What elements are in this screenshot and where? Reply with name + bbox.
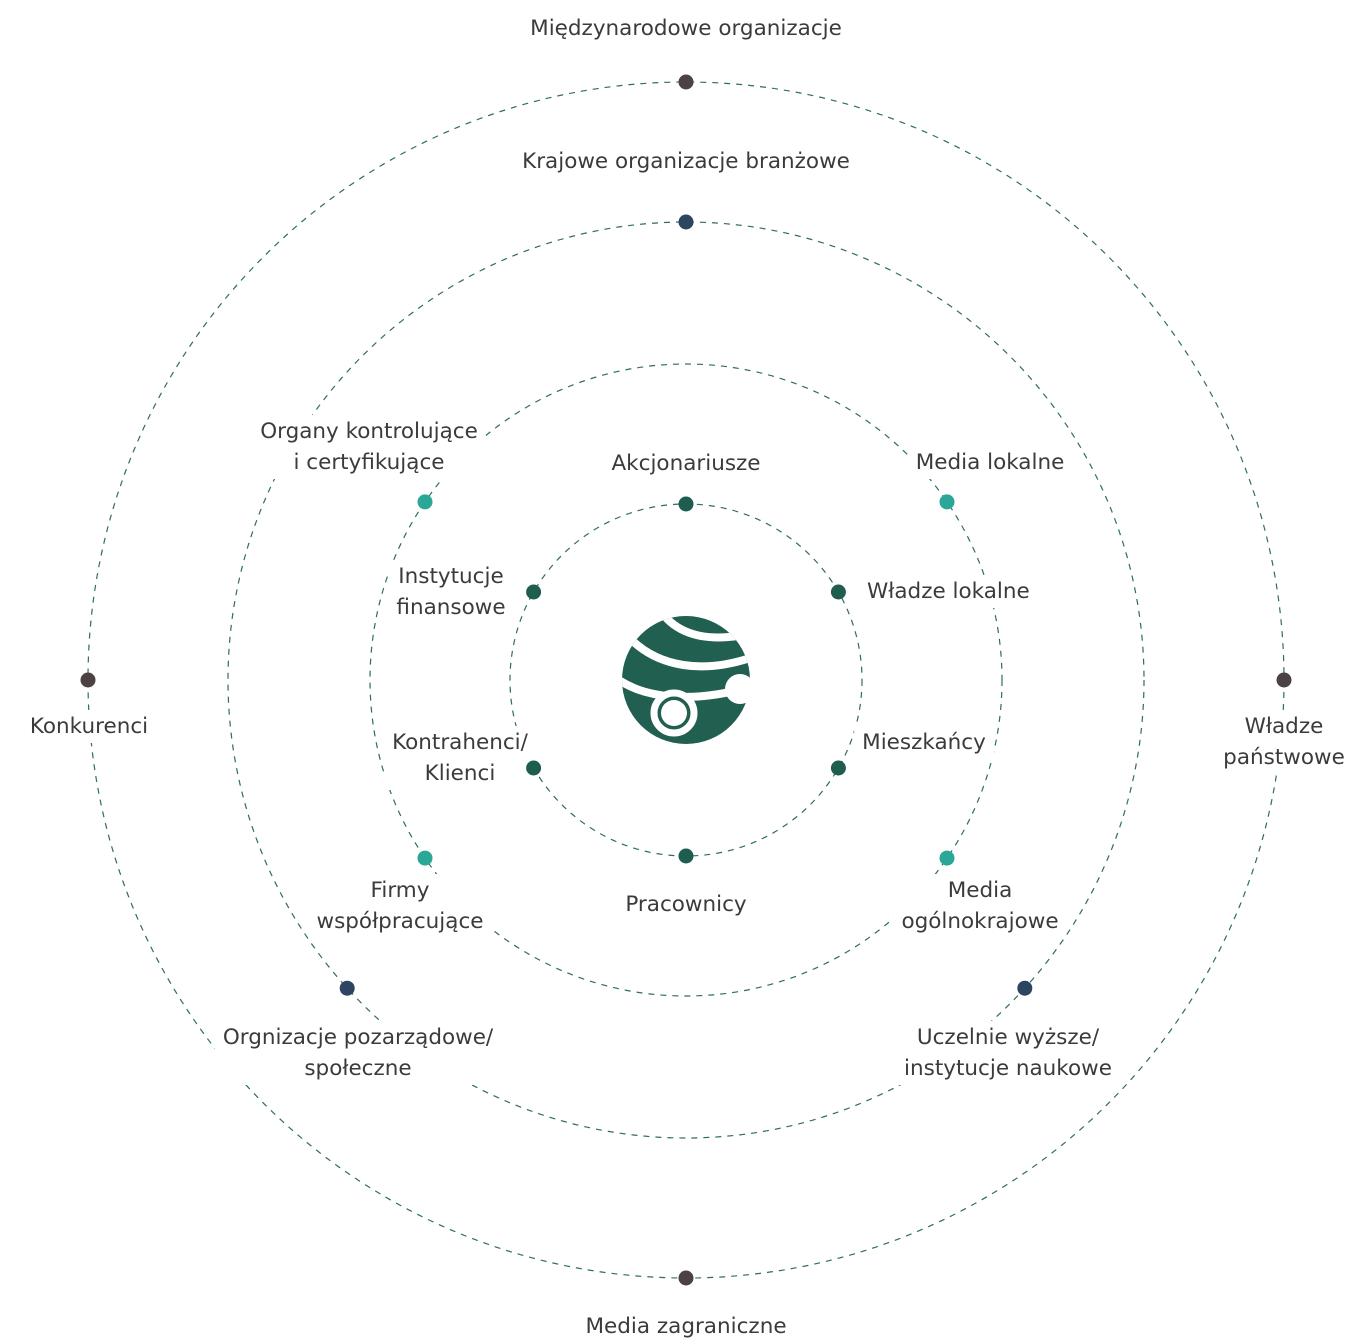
- organy-kontrolujace-label-line: Organy kontrolujące: [260, 419, 478, 444]
- konkurenci-dot: [80, 672, 96, 688]
- label-background: [384, 726, 537, 790]
- firmy-wspolpracujace-label-line: współpracujące: [316, 909, 483, 934]
- firmy-wspolpracujace-label: Firmy współpracujące: [316, 878, 483, 934]
- logo-node-inner: [661, 700, 687, 726]
- konkurenci-label: Konkurenci: [30, 714, 148, 739]
- krajowe-organizacje-label-line: Krajowe organizacje branżowe: [522, 149, 850, 174]
- media-zagraniczne-dot: [678, 1270, 694, 1286]
- label-background: [617, 888, 755, 921]
- stakeholder-dots: [80, 74, 1292, 1286]
- instytucje-finansowe-label-line: Instytucje: [398, 564, 503, 589]
- label-background: [859, 575, 1038, 608]
- uczelnie-wyzsze-label-line: instytucje naukowe: [904, 1056, 1112, 1081]
- instytucje-finansowe-dot: [526, 584, 542, 600]
- label-backgrounds: [21, 12, 1353, 1340]
- uczelnie-wyzsze-label: Uczelnie wyższe/instytucje naukowe: [904, 1025, 1112, 1081]
- kontrahenci-klienci-dot: [526, 760, 542, 776]
- uczelnie-wyzsze-label-line: Uczelnie wyższe/: [917, 1025, 1100, 1050]
- pracownicy-label: Pracownicy: [625, 892, 747, 917]
- organy-kontrolujace-label-line: i certyfikujące: [293, 450, 444, 475]
- label-background: [854, 726, 995, 759]
- label-background: [893, 874, 1067, 938]
- mieszkancy-label-line: Mieszkańcy: [862, 730, 986, 755]
- akcjonariusze-label-line: Akcjonariusze: [611, 451, 760, 476]
- akcjonariusze-label: Akcjonariusze: [611, 451, 760, 476]
- media-lokalne-label: Media lokalne: [916, 450, 1065, 475]
- wladze-lokalne-label: Władze lokalne: [867, 579, 1030, 604]
- organizacje-pozarzadowe-label-line: społeczne: [304, 1056, 411, 1081]
- organizacje-pozarzadowe-label: Orgnizacje pozarządowe/społeczne: [223, 1025, 494, 1081]
- miedzynarodowe-organizacje-dot: [678, 74, 694, 90]
- logo-node: [725, 674, 755, 704]
- mieszkancy-dot: [830, 760, 846, 776]
- wladze-panstwowe-label-line: Władze: [1245, 714, 1324, 739]
- wladze-panstwowe-dot: [1276, 672, 1292, 688]
- organy-kontrolujace-label: Organy kontrolujące i certyfikujące: [260, 419, 478, 475]
- label-background: [21, 710, 157, 743]
- globe-band: [622, 628, 750, 671]
- pracownicy-dot: [678, 848, 694, 864]
- orbit-ring-3: [227, 221, 1145, 1139]
- media-ogolnokrajowe-dot: [939, 850, 955, 866]
- media-lokalne-label-line: Media lokalne: [916, 450, 1065, 475]
- firmy-wspolpracujace-dot: [417, 850, 433, 866]
- pracownicy-label-line: Pracownicy: [625, 892, 747, 917]
- kontrahenci-klienci-label: Kontrahenci/Klienci: [392, 730, 529, 786]
- orbit-ring-2: [369, 363, 1003, 997]
- media-ogolnokrajowe-label-line: Media: [948, 878, 1013, 903]
- organy-kontrolujace-dot: [417, 494, 433, 510]
- label-background: [214, 1021, 502, 1085]
- label-background: [1215, 710, 1353, 774]
- label-background: [522, 12, 850, 45]
- kontrahenci-klienci-label-line: Kontrahenci/: [392, 730, 529, 755]
- wladze-lokalne-dot: [830, 584, 846, 600]
- krajowe-organizacje-dot: [678, 214, 694, 230]
- label-background: [252, 415, 486, 479]
- globe-orbit-logo-icon: [622, 616, 755, 744]
- miedzynarodowe-organizacje-label-line: Międzynarodowe organizacje: [530, 16, 842, 41]
- akcjonariusze-dot: [678, 496, 694, 512]
- media-zagraniczne-label: Media zagraniczne: [585, 1314, 786, 1339]
- firmy-wspolpracujace-label-line: Firmy: [371, 878, 430, 903]
- label-background: [388, 560, 514, 624]
- wladze-panstwowe-label: Władze państwowe: [1223, 714, 1345, 770]
- mieszkancy-label: Mieszkańcy: [862, 730, 986, 755]
- wladze-panstwowe-label-line: państwowe: [1223, 745, 1345, 770]
- instytucje-finansowe-label-line: finansowe: [396, 595, 505, 620]
- media-lokalne-dot: [939, 494, 955, 510]
- label-background: [514, 145, 858, 178]
- media-ogolnokrajowe-label: Media ogólnokrajowe: [901, 878, 1058, 934]
- miedzynarodowe-organizacje-label: Międzynarodowe organizacje: [530, 16, 842, 41]
- organizacje-pozarzadowe-dot: [339, 980, 355, 996]
- instytucje-finansowe-label: Instytucje finansowe: [396, 564, 505, 620]
- krajowe-organizacje-label: Krajowe organizacje branżowe: [522, 149, 850, 174]
- label-background: [896, 1021, 1120, 1085]
- media-zagraniczne-label-line: Media zagraniczne: [585, 1314, 786, 1339]
- label-background: [603, 447, 769, 480]
- label-background: [577, 1310, 795, 1340]
- kontrahenci-klienci-label-line: Klienci: [425, 761, 496, 786]
- label-background: [308, 874, 492, 938]
- media-ogolnokrajowe-label-line: ogólnokrajowe: [901, 909, 1058, 934]
- label-background: [907, 446, 1073, 479]
- konkurenci-label-line: Konkurenci: [30, 714, 148, 739]
- organizacje-pozarzadowe-label-line: Orgnizacje pozarządowe/: [223, 1025, 494, 1050]
- uczelnie-wyzsze-dot: [1017, 980, 1033, 996]
- wladze-lokalne-label-line: Władze lokalne: [867, 579, 1030, 604]
